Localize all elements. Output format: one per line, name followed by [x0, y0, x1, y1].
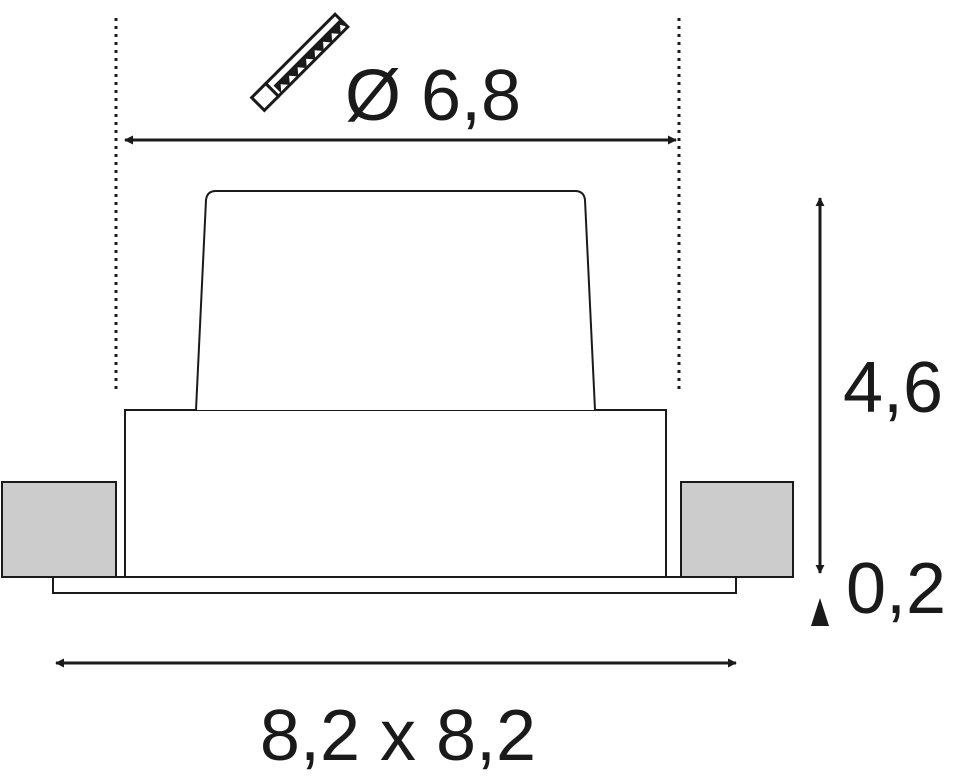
footprint-label: 8,2 x 8,2 — [260, 696, 536, 776]
ceiling-right — [680, 481, 794, 578]
saw-icon — [249, 12, 350, 113]
lamp-body — [195, 190, 596, 411]
ceiling-left — [1, 481, 117, 578]
trim-thickness-label: 0,2 — [846, 549, 946, 629]
housing-box — [124, 409, 667, 578]
height-label: 4,6 — [843, 348, 943, 428]
trim-thickness-pointer — [811, 598, 829, 626]
trim-plate — [52, 576, 737, 594]
cutout-diameter-label: Ø 6,8 — [345, 56, 521, 136]
